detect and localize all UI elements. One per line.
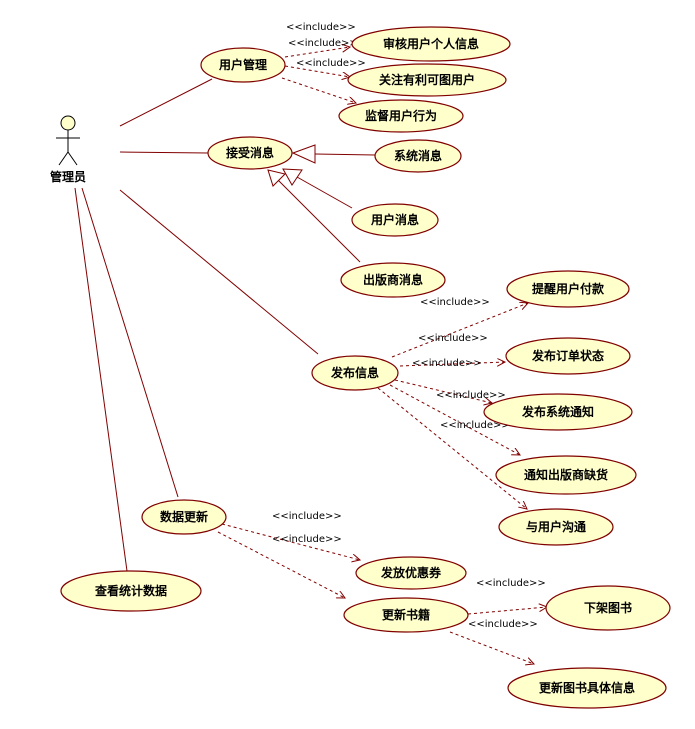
uc-label: 监督用户行为 [365,108,437,123]
uc-user-msg[interactable]: 用户消息 [351,203,439,237]
dep-monitor-behavior [281,77,356,103]
uc-label: 发布订单状态 [531,348,604,363]
actor-label: 管理员 [50,169,86,184]
uc-label: 与用户沟通 [526,519,586,534]
actor-administrator[interactable]: 管理员 [50,115,86,184]
uc-publisher-msg[interactable]: 出版商消息 [340,262,446,298]
dep-watch-users [284,65,350,77]
uc-label: 用户消息 [370,212,419,227]
uc-label: 出版商消息 [363,272,423,287]
stereo-7: <<include>> [436,390,506,401]
uc-update-book-details[interactable]: 更新图书具体信息 [507,667,667,709]
uc-label: 用户管理 [218,57,267,72]
uc-remind-payment[interactable]: 提醒用户付款 [506,270,630,308]
dep-remind-payment [391,303,528,358]
uc-communicate[interactable]: 与用户沟通 [498,508,614,546]
stereo-6: <<include>> [412,358,482,369]
stereo-5: <<include>> [418,333,488,344]
uc-publish-info[interactable]: 发布信息 [311,355,399,391]
uc-label: 发布信息 [330,365,379,380]
stereo-9: <<include>> [272,511,342,522]
stereo-10: <<include>> [272,534,342,545]
uc-label: 关注有利可图用户 [379,72,475,87]
assoc-data-update [81,187,179,498]
assoc-receive-msg [119,151,209,154]
uc-delist-books[interactable]: 下架图书 [545,585,671,631]
uc-label: 发放优惠券 [380,565,442,580]
assoc-publish-info [119,189,319,355]
dep-delist-books [467,607,547,615]
dep-review-info [284,47,350,58]
uc-system-msg[interactable]: 系统消息 [374,139,462,173]
uc-label: 下架图书 [584,600,632,615]
uc-user-mgmt[interactable]: 用户管理 [200,47,286,83]
uc-label: 查看统计数据 [94,583,167,598]
uc-view-stats[interactable]: 查看统计数据 [60,570,202,612]
uc-monitor-behavior[interactable]: 监督用户行为 [338,99,464,133]
uc-label: 数据更新 [160,509,208,524]
dep-notify-shortage [389,384,520,455]
uc-label: 更新图书具体信息 [539,680,635,695]
uc-label: 更新书籍 [382,607,430,622]
assoc-view-stats [74,187,128,572]
gen-system-msg [291,144,376,164]
uc-notify-shortage[interactable]: 通知出版商缺货 [495,455,637,495]
uc-label: 系统消息 [394,148,442,163]
uc-label: 提醒用户付款 [532,281,605,296]
gen-publisher-msg [267,169,361,263]
stereo-12: <<include>> [468,619,538,630]
uc-order-status[interactable]: 发布订单状态 [505,337,631,375]
stereo-8: <<include>> [440,420,510,431]
uc-label: 接受消息 [226,145,274,160]
uc-label: 审核用户个人信息 [383,36,479,51]
stereo-3: <<include>> [296,58,366,69]
uc-receive-msg[interactable]: 接受消息 [207,136,293,170]
gen-user-msg [282,168,353,209]
dep-update-book-details [449,631,534,664]
uc-watch-users[interactable]: 关注有利可图用户 [347,63,507,97]
actor-head [60,115,76,131]
uc-data-update[interactable]: 数据更新 [141,499,227,535]
stereo-1: <<include>> [286,22,356,33]
stereo-4: <<include>> [420,297,490,308]
uc-review-info[interactable]: 审核用户个人信息 [351,26,511,62]
uc-label: 发布系统通知 [521,404,594,419]
uc-label: 通知出版商缺货 [524,467,608,482]
assoc-user-mgmt [119,78,213,127]
uc-issue-coupon[interactable]: 发放优惠券 [355,556,467,590]
stereo-2: <<include>> [288,38,358,49]
dep-communicate [377,387,527,509]
uc-update-books[interactable]: 更新书籍 [343,597,469,633]
dep-system-notice [394,379,492,403]
uc-system-notice[interactable]: 发布系统通知 [483,393,633,431]
stereo-11: <<include>> [476,578,546,589]
